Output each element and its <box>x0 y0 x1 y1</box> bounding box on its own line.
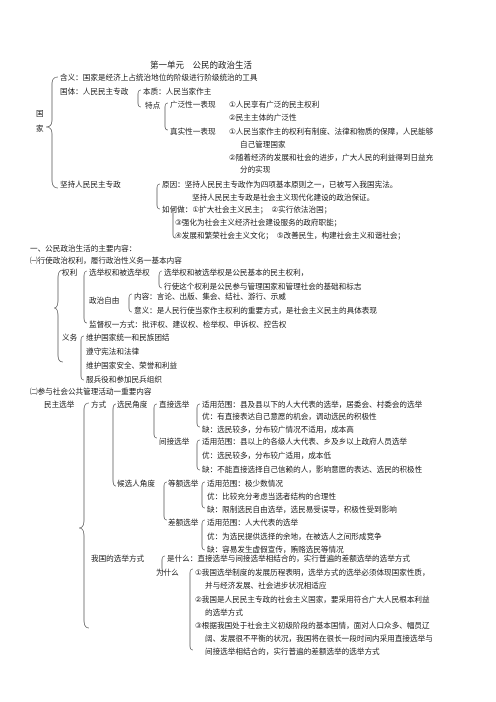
deng-e-xuanju: 等额选举 <box>168 479 199 488</box>
weishenme: 为什么 <box>156 568 179 577</box>
section1-sub2: ㈡参与社会公共管理活动一重要内容 <box>30 387 152 396</box>
ws-item-1a: ①我国选举制度的发展历程表明，选举方式的选举必须体现国家性质， <box>195 568 430 577</box>
zs-item-2a: ②随着经济的发展和社会的进步，广大人民的利益得到日益充 <box>229 153 434 162</box>
xuanmin-jiaodu: 选民角度 <box>117 400 148 409</box>
zj-you: 优：有直接表达自己意愿的机会，调动选民的积极性 <box>202 412 377 421</box>
jianjie-xuanju: 间接选举 <box>159 437 190 446</box>
ce-fanwei: 适用范围：人大代表的选举 <box>207 518 299 527</box>
ziyou-yiyi: 意义：是人民行使当家作主权利的重要方式，是社会主义民主的具体表现 <box>134 306 377 315</box>
ws-item-2b: 的选举方式 <box>205 608 243 617</box>
xuanju-desc-2: 行使这个权利是公民参与管理国家和管理社会的基础和标志 <box>164 282 362 291</box>
quanli-label: 权利 <box>62 268 78 277</box>
zs-item-1b: 自己管理国家 <box>240 140 286 149</box>
zhengzhi-ziyou: 政治自由 <box>89 296 120 305</box>
zj-fanwei: 适用范围：县及县以下的人大代表的选举，居委会、村委会的选举 <box>202 400 423 409</box>
ws-item-3a: ③根据我国处于社会主义初级阶段的基本国情，面对人口众多、幅员辽 <box>195 621 430 630</box>
ws-item-3c: 间接选举相结合的，实行普遍的差额选举的选举方式 <box>205 647 380 656</box>
guangfanxing: 广泛性一表现 <box>170 100 216 109</box>
ws-item-3b: 阔、发展很不平衡的状况，我国将在很长一段时间内采用直接选举与 <box>205 634 433 643</box>
zs-item-2b: 分的实现 <box>240 165 271 174</box>
guojia-guoti: 国体：人民民主专政 <box>60 87 129 96</box>
de-que: 缺：限制选民自由选举，选民易受误导，积极性受到影响 <box>207 505 397 514</box>
shishenme: 是什么：直接选举与间接选举相结合的，实行普遍的差额选举的选举方式 <box>167 554 410 563</box>
de-fanwei: 适用范围：极少数情况 <box>207 479 283 488</box>
jiandu-quan: 监督权一方式：批评权、建议权、检举权、申诉权、控告权 <box>89 320 287 329</box>
jj-fanwei: 适用范围：县以上的各级人大代表、乡及乡以上政府人员选举 <box>202 437 408 446</box>
gf-item-2: ②民主主体的广泛性 <box>229 113 297 122</box>
gf-item-1: ①人民享有广泛的民主权利 <box>229 100 320 109</box>
cha-e-xuanju: 差额选举 <box>168 518 199 527</box>
ruhe-1: 如何做：①扩大社会主义民主； ②实行依法治国； <box>162 205 332 214</box>
yiwu-item-1: 维护国家统一和民族团结 <box>86 333 170 342</box>
ws-item-2a: ②我国是人民民主专政的社会主义国家，要采用符合广大人民根本利益 <box>195 595 430 604</box>
guojia-label-b: 家 <box>36 124 44 133</box>
section1-sub1: ㈠行使政治权利，履行政治性义务一基本内容 <box>30 256 182 265</box>
ce-you: 优：为选民提供选择的余地，在被选人之间形成竞争 <box>207 532 382 541</box>
yiwu-label: 义务 <box>62 333 78 342</box>
ruhe-3: ④发展和繁荣社会主义文化； ⑤改善民生，构建社会主义和谐社会； <box>175 231 406 240</box>
yuanyin-2: 坚持人民民主专政是社会主义现代化建设的政治保证。 <box>192 193 375 202</box>
jj-que: 缺：不能直接选择自己信赖的人，影响意愿的表达、选民的积极性 <box>202 465 423 474</box>
yiwu-item-3: 维护国家安全、荣誉和利益 <box>86 361 178 370</box>
de-you: 优：比较充分考虑当选者结构的合理性 <box>207 492 337 501</box>
jianchi: 坚持人民民主专政 <box>60 180 121 189</box>
guojia-tedian: 特点 <box>145 101 161 110</box>
xuanju-label: 选举权和被选举权 <box>89 268 150 277</box>
woguo-xuanju: 我国的选举方式 <box>91 554 145 563</box>
yiwu-item-2: 遵守宪法和法律 <box>86 347 140 356</box>
yiwu-item-4: 服兵役和参加民兵组织 <box>86 375 162 384</box>
guojia-label-a: 国 <box>36 109 44 118</box>
jj-you: 优：选民较多，分布较广适用，成本低 <box>202 451 332 460</box>
minzhu-xuanju: 民主选举 <box>44 400 75 409</box>
xuanju-desc-1: 选举权和被选举权是公民基本的民主权利， <box>164 268 309 277</box>
page-title: 第一单元 公民的政治生活 <box>150 61 253 71</box>
zs-item-1a: ①人民当家作主的权利有制度、法律和物质的保障，人民能够 <box>229 127 434 136</box>
fangshi-label: 方式 <box>91 400 107 409</box>
guojia-benzhi: 本质：人民当家作主 <box>143 87 212 96</box>
houxuanren-jiaodu: 候选人角度 <box>117 479 155 488</box>
ce-que: 缺：容易发生虚假宣传，贿赂选民等情况 <box>207 545 344 554</box>
zhenshixing: 真实性一表现 <box>170 127 216 136</box>
ws-item-1b: 并与经济发展、社会进步状况相适应 <box>205 581 327 590</box>
ziyou-neirong: 内容：言论、出版、集会、结社、游行、示威 <box>134 292 286 301</box>
ruhe-2: ③强化为社会主义经济社会建设服务的政府职能； <box>175 218 342 227</box>
yuanyin-1: 原因：坚持人民民主专政作为四项基本原则之一，已被写入我国宪法。 <box>162 180 398 189</box>
section1-heading: 一、公民政治生活的主要内容： <box>30 244 137 253</box>
zj-que: 缺：选民较多，分布较广情况不适用，成本高 <box>202 425 354 434</box>
zhijie-xuanju: 直接选举 <box>159 400 190 409</box>
guojia-hanyi: 含义：国家是经济上占统治地位的阶级进行阶级统治的工具 <box>60 73 258 82</box>
